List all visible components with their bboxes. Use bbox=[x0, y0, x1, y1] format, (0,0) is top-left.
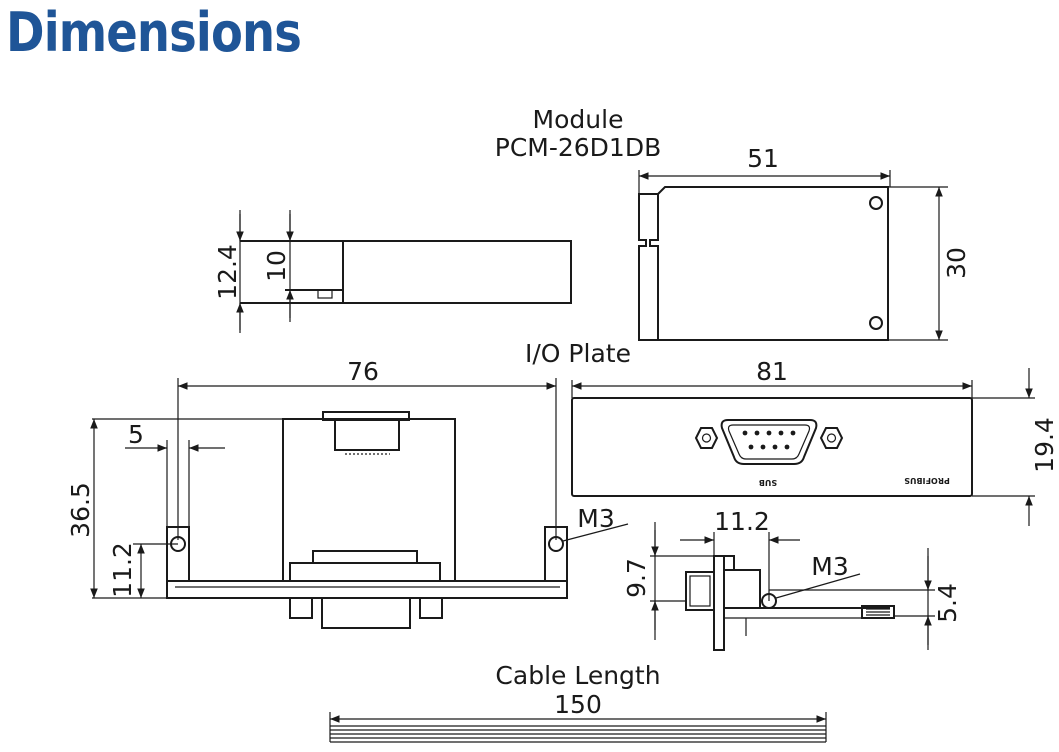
dim-plate-width-inner: 76 bbox=[347, 357, 379, 386]
dim-plate-front-height: 19.4 bbox=[1030, 417, 1059, 473]
dim-side-height: 9.7 bbox=[622, 558, 651, 598]
dim-side-offset: 5.4 bbox=[933, 583, 962, 623]
io-plate-side-view bbox=[650, 522, 935, 651]
hex-standoff-icon bbox=[819, 427, 844, 449]
dim-plate-offset: 5 bbox=[128, 420, 144, 449]
hex-standoff-icon bbox=[694, 427, 719, 449]
dim-cable-length: 150 bbox=[554, 690, 602, 719]
dim-plate-height: 36.5 bbox=[66, 482, 95, 538]
mounting-hole-icon bbox=[869, 196, 883, 210]
dim-module-width: 30 bbox=[942, 247, 971, 279]
front-label-text: PROFIBUS bbox=[904, 476, 950, 485]
screw-label-right: M3 bbox=[811, 552, 848, 581]
mounting-hole-icon bbox=[869, 316, 883, 330]
module-side-view bbox=[236, 210, 572, 333]
page-title: Dimensions bbox=[6, 1, 302, 64]
screw-label-left: M3 bbox=[577, 504, 614, 533]
module-model: PCM-26D1DB bbox=[495, 133, 662, 162]
dim-module-height-body: 10 bbox=[262, 250, 291, 282]
io-plate-title: I/O Plate bbox=[525, 339, 631, 368]
cable-title: Cable Length bbox=[495, 661, 660, 690]
dim-plate-front-width: 81 bbox=[756, 357, 788, 386]
module-top-view bbox=[638, 170, 948, 341]
dim-module-length: 51 bbox=[747, 144, 779, 173]
dim-module-height-total: 12.4 bbox=[213, 244, 242, 300]
dim-side-width: 11.2 bbox=[714, 507, 770, 536]
module-title: Module bbox=[533, 105, 624, 134]
io-plate-rear-view bbox=[90, 378, 629, 629]
connector-label-text: SUB bbox=[759, 478, 777, 487]
dim-hole-height: 11.2 bbox=[108, 542, 137, 598]
io-plate-front-view bbox=[571, 368, 1035, 526]
cable-drawing bbox=[329, 712, 827, 743]
db9-connector-icon bbox=[720, 419, 818, 465]
